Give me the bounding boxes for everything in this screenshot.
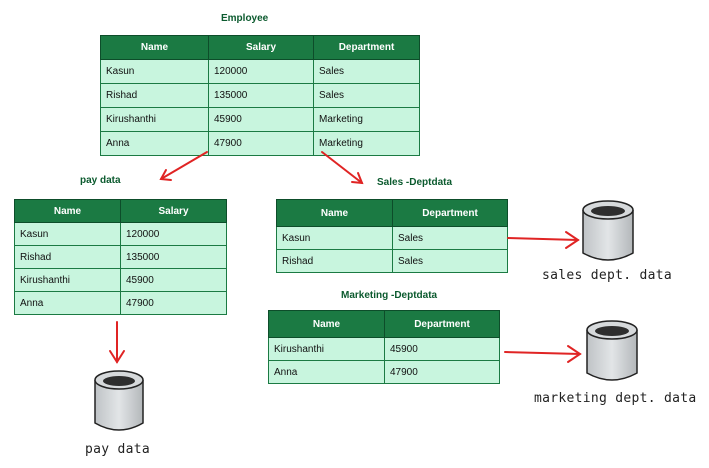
cell-department: Sales [313,59,420,84]
cell-salary: 135000 [208,83,314,108]
cell-salary: 45900 [208,107,314,132]
arrow-sales-to-db [507,231,580,249]
cell-department: Sales [392,226,508,250]
cell-name: Rishad [14,245,121,269]
cell-department: Marketing [313,131,420,156]
employee-table: Name Salary Department Kasun 120000 Sale… [100,35,420,156]
table-row: Rishad 135000 Sales [100,83,420,108]
cell-department: 47900 [384,360,500,384]
pay-database-label: pay data [85,442,151,457]
pay-table-caption: pay data [80,175,121,186]
column-header-department: Department [384,310,500,338]
cell-name: Anna [268,360,385,384]
column-header-name: Name [268,310,385,338]
cell-department: Sales [392,249,508,273]
cell-department: Sales [313,83,420,108]
arrow-pay-to-db [109,321,125,364]
column-header-name: Name [14,199,121,223]
cell-name: Kirushanthi [14,268,121,292]
table-row: Anna 47900 [268,360,500,384]
marketing-database-icon [586,320,638,381]
sales-database-icon [582,200,634,261]
marketing-database-label: marketing dept. data [534,391,697,406]
cell-name: Rishad [100,83,209,108]
cell-department: Marketing [313,107,420,132]
table-row: Kasun 120000 Sales [100,59,420,84]
arrow-employee-to-sales [321,151,364,185]
arrow-marketing-to-db [504,345,582,363]
table-row: Rishad 135000 [14,245,227,269]
cell-name: Kasun [100,59,209,84]
cell-name: Rishad [276,249,393,273]
column-header-department: Department [313,35,420,60]
cell-name: Anna [14,291,121,315]
cell-salary: 120000 [208,59,314,84]
cell-department: 45900 [384,337,500,361]
pay-table: Name Salary Kasun 120000 Rishad 135000 K… [14,199,227,315]
arrow-employee-to-pay [159,151,208,181]
marketing-dept-table: Name Department Kirushanthi 45900 Anna 4… [268,310,500,384]
employee-table-caption: Employee [221,13,269,24]
cell-name: Kirushanthi [268,337,385,361]
pay-database-icon [94,370,144,431]
column-header-name: Name [276,199,393,227]
table-row: Anna 47900 [14,291,227,315]
table-row: Kirushanthi 45900 [268,337,500,361]
cell-salary: 47900 [120,291,227,315]
table-row: Kirushanthi 45900 Marketing [100,107,420,132]
column-header-department: Department [392,199,508,227]
sales-table-caption: Sales -Deptdata [377,177,453,188]
marketing-table-caption: Marketing -Deptdata [341,290,438,301]
cell-name: Kirushanthi [100,107,209,132]
sales-dept-table: Name Department Kasun Sales Rishad Sales [276,199,508,273]
column-header-salary: Salary [120,199,227,223]
cell-salary: 135000 [120,245,227,269]
cell-name: Anna [100,131,209,156]
sales-database-label: sales dept. data [542,268,673,283]
table-row: Rishad Sales [276,249,508,273]
table-row: Anna 47900 Marketing [100,131,420,156]
cell-salary: 47900 [208,131,314,156]
